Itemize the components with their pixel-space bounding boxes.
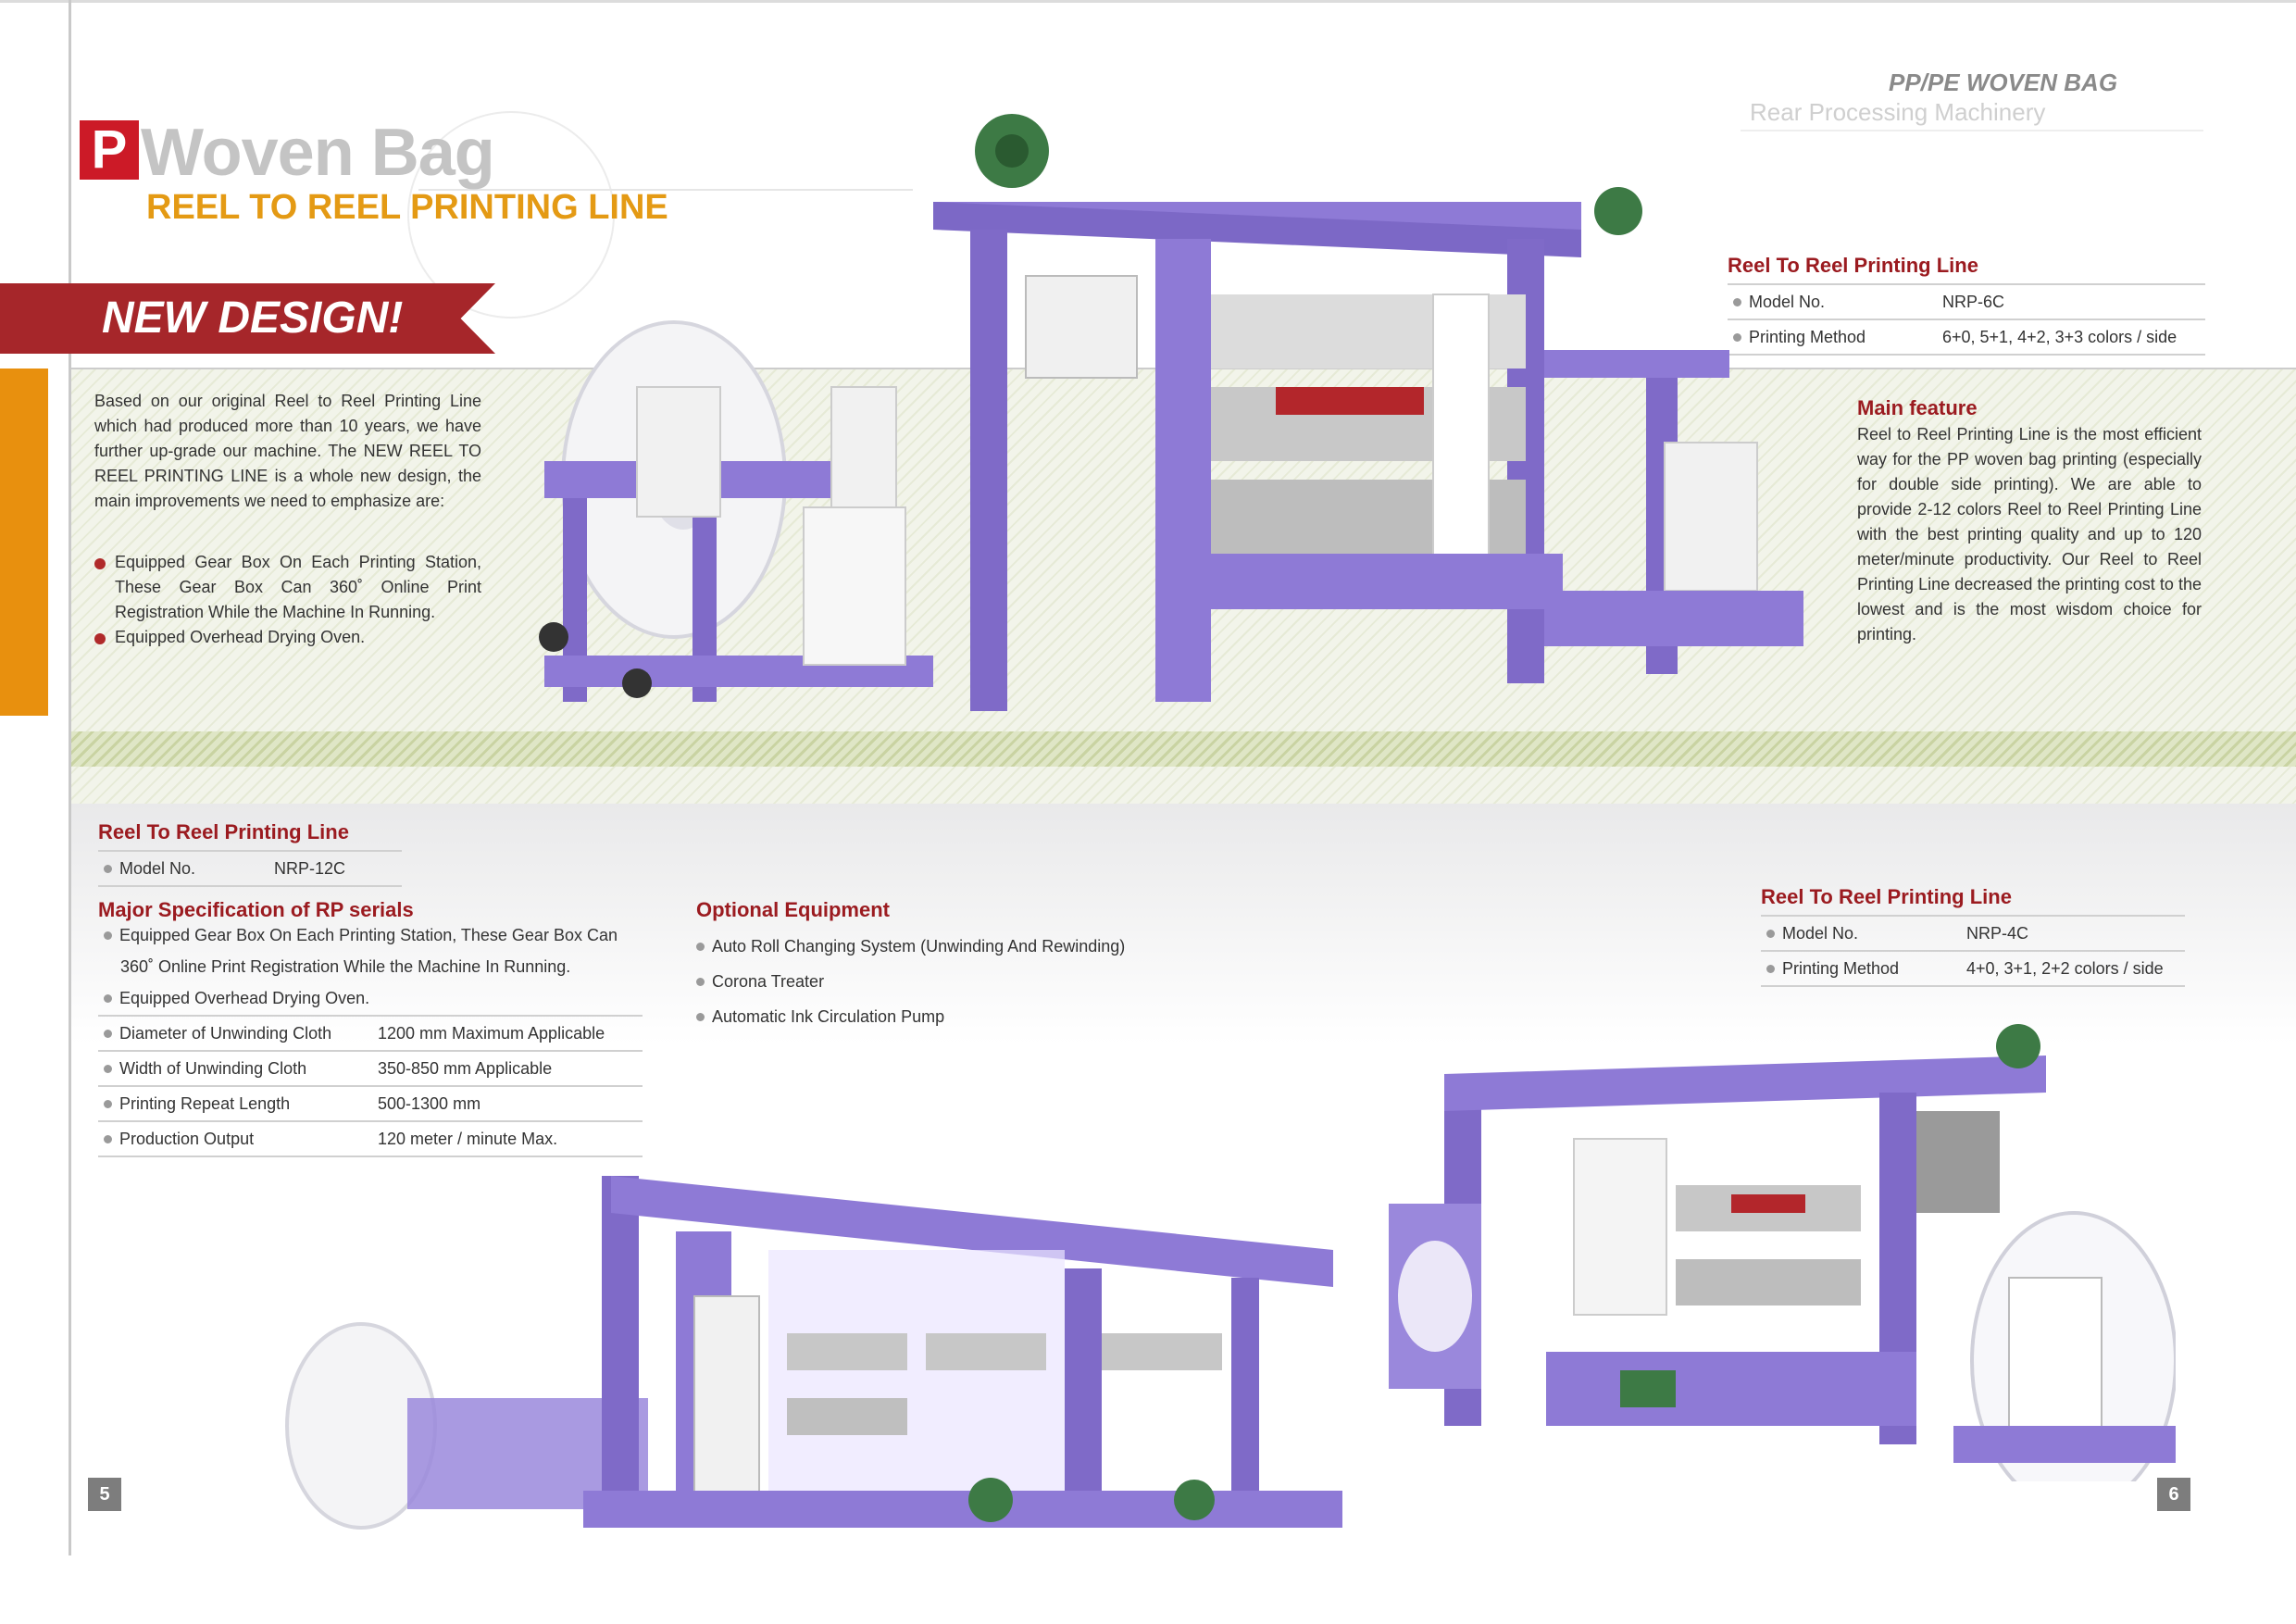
spec-4c-title: Reel To Reel Printing Line	[1761, 885, 2012, 908]
spec-label: Printing Method	[1782, 959, 1900, 978]
orange-side-bar	[0, 369, 48, 716]
optional-equipment-item: Corona Treater	[696, 972, 824, 992]
bullet-icon	[104, 864, 112, 873]
spec-12c-top-rule	[98, 850, 402, 852]
page-number-right: 6	[2157, 1478, 2190, 1511]
bullet-icon	[696, 1012, 705, 1021]
bullet-icon	[94, 558, 106, 569]
lower-background	[71, 804, 2296, 1044]
major-spec-row: Production Output 120 meter / minute Max…	[98, 1122, 643, 1157]
optional-equipment-item: Auto Roll Changing System (Unwinding And…	[696, 937, 1125, 956]
major-spec-item: Equipped Gear Box On Each Printing Stati…	[104, 926, 618, 945]
optional-equipment-title: Optional Equipment	[696, 898, 890, 921]
page-left-rule	[69, 0, 71, 1555]
spec-value: NRP-12C	[274, 859, 346, 878]
page-subtitle: REEL TO REEL PRINTING LINE	[146, 188, 668, 227]
intro-list-item: Equipped Overhead Drying Oven.	[93, 625, 481, 650]
spec-value: NRP-6C	[1942, 293, 2005, 311]
spec-value: 500-1300 mm	[378, 1094, 481, 1113]
intro-list-item: Equipped Gear Box On Each Printing Stati…	[93, 550, 481, 625]
bullet-icon	[1733, 297, 1741, 306]
bullet-icon	[696, 942, 705, 951]
major-spec-item-text: Equipped Gear Box On Each Printing Stati…	[119, 926, 618, 944]
spec-label: Diameter of Unwinding Cloth	[119, 1024, 332, 1043]
spec-value: 4+0, 3+1, 2+2 colors / side	[1966, 959, 2164, 978]
optional-equipment-item: Automatic Ink Circulation Pump	[696, 1007, 944, 1027]
major-spec-item-text: Equipped Overhead Drying Oven.	[119, 989, 370, 1007]
optional-item-text: Auto Roll Changing System (Unwinding And…	[712, 937, 1126, 956]
spec-label: Printing Method	[1749, 328, 1866, 346]
header-band-stripe	[71, 731, 2296, 767]
brand-line-2: Rear Processing Machinery	[1750, 98, 2046, 126]
major-spec-row: Printing Repeat Length 500-1300 mm	[98, 1087, 643, 1122]
new-design-banner: NEW DESIGN!	[0, 283, 495, 354]
major-spec-row: Width of Unwinding Cloth 350-850 mm Appl…	[98, 1052, 643, 1087]
page-top-rule	[0, 0, 2296, 3]
main-feature-text: Reel to Reel Printing Line is the most e…	[1857, 425, 2202, 643]
spec-6c-top-rule	[1728, 283, 2205, 285]
intro-list: Equipped Gear Box On Each Printing Stati…	[93, 550, 481, 650]
spec-value: NRP-4C	[1966, 924, 2029, 943]
spec-label: Width of Unwinding Cloth	[119, 1059, 307, 1078]
optional-item-text: Automatic Ink Circulation Pump	[712, 1007, 945, 1026]
spec-value: 6+0, 5+1, 4+2, 3+3 colors / side	[1942, 328, 2177, 346]
page-number-left: 5	[88, 1478, 121, 1511]
spec-label: Model No.	[1749, 293, 1826, 311]
bullet-icon	[104, 931, 112, 940]
intro-list-item-text: Equipped Overhead Drying Oven.	[115, 628, 366, 646]
bullet-icon	[1766, 964, 1775, 973]
major-spec-row: Diameter of Unwinding Cloth 1200 mm Maxi…	[98, 1017, 643, 1052]
bullet-icon	[696, 977, 705, 986]
spec-12c-row-model: Model No. NRP-12C	[98, 852, 402, 887]
spec-6c-row-model: Model No. NRP-6C	[1728, 285, 2205, 320]
bullet-icon	[104, 993, 112, 1003]
spec-4c-row-model: Model No. NRP-4C	[1761, 917, 2185, 952]
optional-item-text: Corona Treater	[712, 972, 825, 991]
bullet-icon	[104, 1134, 112, 1143]
machine-6c-illustration	[539, 114, 1803, 711]
title-initial-box: P	[80, 120, 139, 180]
brand-line-1: PP/PE WOVEN BAG	[1889, 69, 2118, 96]
major-spec-item: Equipped Overhead Drying Oven.	[104, 989, 369, 1008]
title-decor-circle	[407, 111, 615, 319]
spec-4c-top-rule	[1761, 915, 2185, 917]
spec-4c-row-method: Printing Method 4+0, 3+1, 2+2 colors / s…	[1761, 952, 2185, 987]
spec-value: 1200 mm Maximum Applicable	[378, 1024, 605, 1043]
title-decor-rule	[418, 189, 913, 191]
bullet-icon	[94, 633, 106, 644]
spec-label: Model No.	[119, 859, 196, 878]
spec-value: 120 meter / minute Max.	[378, 1130, 558, 1148]
machine-4c-illustration	[1389, 1024, 2176, 1481]
bullet-icon	[104, 1064, 112, 1073]
page-title: Woven Bag	[141, 116, 495, 190]
major-spec-item-continued: 360˚ Online Print Registration While the…	[120, 957, 571, 976]
spec-label: Production Output	[119, 1130, 255, 1148]
major-spec-rule	[98, 1015, 643, 1017]
bullet-icon	[104, 1099, 112, 1108]
spec-6c-row-method: Printing Method 6+0, 5+1, 4+2, 3+3 color…	[1728, 320, 2205, 356]
spec-12c-title: Reel To Reel Printing Line	[98, 820, 349, 843]
main-feature-title: Main feature	[1857, 396, 1978, 419]
spec-label: Model No.	[1782, 924, 1859, 943]
brand-decor-rule	[1741, 130, 2203, 131]
spec-6c-title: Reel To Reel Printing Line	[1728, 254, 1978, 277]
intro-paragraph: Based on our original Reel to Reel Print…	[94, 392, 481, 510]
machine-12c-illustration	[285, 1176, 1342, 1530]
bullet-icon	[104, 1029, 112, 1038]
spec-label: Printing Repeat Length	[119, 1094, 291, 1113]
bullet-icon	[1766, 929, 1775, 938]
bullet-icon	[1733, 332, 1741, 342]
spec-value: 350-850 mm Applicable	[378, 1059, 553, 1078]
major-spec-title: Major Specification of RP serials	[98, 898, 414, 921]
intro-list-item-text: Equipped Gear Box On Each Printing Stati…	[115, 553, 481, 621]
